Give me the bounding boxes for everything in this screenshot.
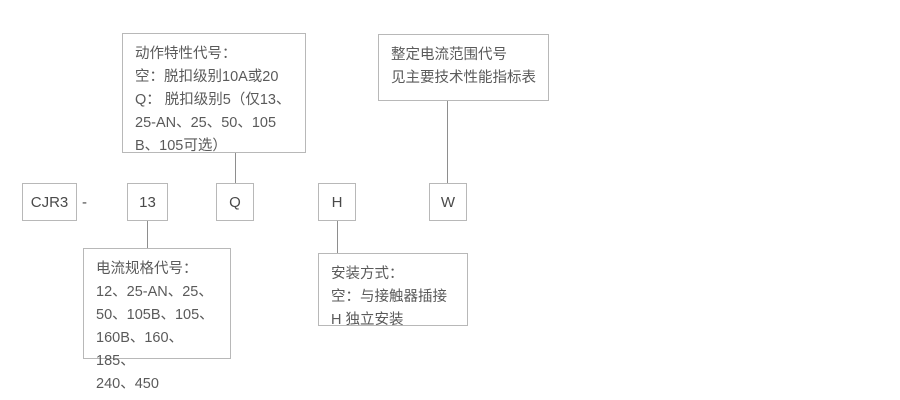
connector-action-to-q (235, 152, 236, 184)
connector-h-to-install (337, 220, 338, 254)
note-current-spec: 电流规格代号： 12、25-AN、25、 50、105B、105、 160B、1… (83, 248, 231, 392)
code-box-install-method: H (318, 183, 356, 221)
code-box-current-spec: 13 (127, 183, 168, 221)
note-action-characteristic: 动作特性代号： 空：脱扣级别10A或20 Q： 脱扣级别5（仅13、 25-AN… (122, 33, 306, 154)
note-install-method: 安装方式： 空：与接触器插接 H 独立安装 (318, 253, 468, 328)
code-box-action-characteristic: Q (216, 183, 254, 221)
code-box-current-range: W (429, 183, 467, 221)
code-box-series: CJR3 (22, 183, 77, 221)
connector-13-to-spec (147, 220, 148, 249)
connector-range-to-w (447, 100, 448, 184)
code-separator-dash: - (82, 194, 87, 211)
note-current-range: 整定电流范围代号 见主要技术性能指标表 (378, 34, 549, 101)
